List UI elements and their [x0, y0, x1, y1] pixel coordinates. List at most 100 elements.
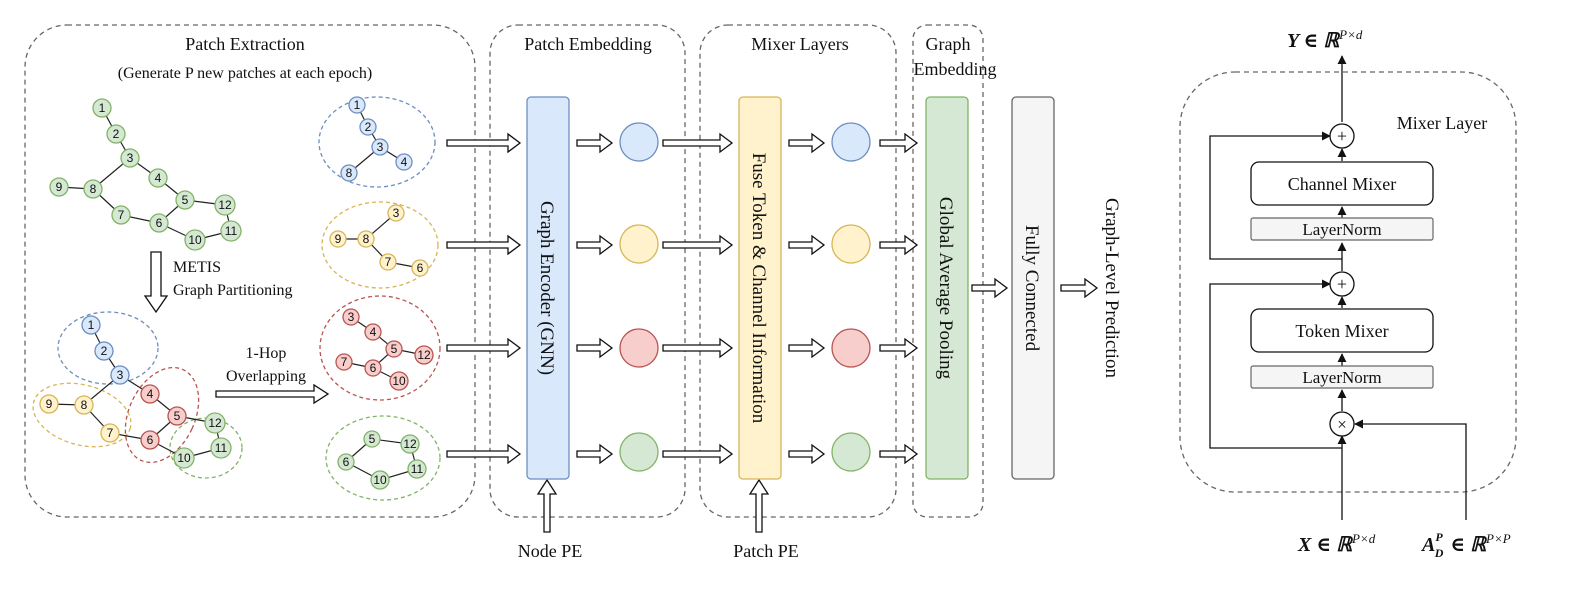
- svg-text:8: 8: [346, 166, 353, 180]
- patch-embedding-title: Patch Embedding: [524, 34, 651, 54]
- svg-text:6: 6: [147, 433, 154, 447]
- fully-connected-block: [1011, 96, 1055, 480]
- add-node-lower: [1329, 271, 1355, 297]
- global-pooling-label: Global Average Pooling: [935, 197, 956, 380]
- svg-text:5: 5: [182, 193, 189, 207]
- one-hop-arrow: [215, 383, 330, 405]
- patch-yellow: 3 8 9 7 6: [321, 201, 439, 289]
- prediction-label: Graph-Level Prediction: [1101, 198, 1122, 378]
- channel-mixer-block: [1250, 161, 1434, 206]
- mixer-layer-title: Mixer Layer: [1397, 113, 1487, 133]
- multiply-symbol: ×: [1337, 415, 1347, 434]
- patch-extraction-title: Patch Extraction: [185, 34, 304, 54]
- mixed-embeddings: [831, 122, 871, 472]
- add-symbol-upper: +: [1337, 126, 1347, 146]
- svg-text:7: 7: [118, 208, 125, 222]
- svg-text:8: 8: [363, 232, 370, 246]
- svg-text:3: 3: [127, 151, 134, 165]
- svg-text:12: 12: [417, 348, 431, 362]
- svg-text:8: 8: [90, 182, 97, 196]
- svg-text:10: 10: [177, 451, 191, 465]
- svg-text:3: 3: [377, 140, 384, 154]
- mixer-layer-detail-section: [1179, 71, 1517, 493]
- layernorm-lower-label: LayerNorm: [1302, 368, 1381, 387]
- svg-text:2: 2: [365, 120, 372, 134]
- svg-text:9: 9: [56, 180, 63, 194]
- svg-text:12: 12: [218, 198, 232, 212]
- metis-arrow: [143, 251, 169, 314]
- svg-text:4: 4: [401, 155, 408, 169]
- graph-embedding-section: [912, 24, 984, 518]
- graph-encoder-block: [526, 96, 570, 480]
- patch-extraction-section: [24, 24, 476, 518]
- fuse-block: [738, 96, 782, 480]
- svg-text:2: 2: [113, 127, 120, 141]
- svg-text:4: 4: [155, 171, 162, 185]
- svg-text:1: 1: [354, 98, 361, 112]
- svg-text:6: 6: [417, 261, 424, 275]
- channel-mixer-label: Channel Mixer: [1288, 174, 1396, 194]
- svg-text:3: 3: [348, 310, 355, 324]
- svg-text:11: 11: [411, 462, 424, 476]
- partitioned-graph-nodes: 1 2 3 4 5 6 7 8 9 10 11 12: [39, 315, 232, 469]
- graph-embedding-title-1: Graph: [926, 34, 971, 54]
- svg-text:3: 3: [117, 368, 124, 382]
- multiply-node: [1329, 411, 1355, 437]
- svg-text:7: 7: [385, 255, 392, 269]
- svg-text:11: 11: [215, 441, 228, 455]
- svg-text:11: 11: [225, 224, 238, 238]
- input-x-math: X ∈ ℝP×d: [1297, 531, 1376, 556]
- layernorm-upper: [1250, 217, 1434, 241]
- svg-text:5: 5: [391, 342, 398, 356]
- mixer-connections: [1209, 55, 1467, 520]
- original-graph: [58, 107, 232, 241]
- svg-text:5: 5: [174, 409, 181, 423]
- svg-text:6: 6: [370, 361, 377, 375]
- global-pooling-block: [925, 96, 969, 480]
- patch-extraction-subtitle: (Generate P new patches at each epoch): [118, 65, 372, 82]
- svg-text:12: 12: [403, 437, 417, 451]
- graph-encoder-label: Graph Encoder (GNN): [536, 201, 557, 375]
- svg-text:1: 1: [88, 318, 95, 332]
- output-math: Y ∈ ℝP×d: [1287, 27, 1363, 52]
- patch-blue: 1 2 3 4 8: [318, 96, 436, 188]
- svg-text:3: 3: [393, 206, 400, 220]
- svg-text:10: 10: [373, 473, 387, 487]
- mixer-layers-title: Mixer Layers: [751, 34, 848, 54]
- overlapping-label: Overlapping: [226, 368, 306, 385]
- original-graph-nodes: 1 2 3 4 5 6 7 8 9 10 11 12: [49, 98, 242, 251]
- svg-text:8: 8: [81, 398, 88, 412]
- flow-arrows: [446, 132, 1099, 533]
- svg-text:5: 5: [369, 432, 376, 446]
- svg-text:4: 4: [370, 325, 377, 339]
- layernorm-upper-label: LayerNorm: [1302, 220, 1381, 239]
- svg-text:4: 4: [147, 387, 154, 401]
- patch-red: 3 4 5 12 7 6 10: [319, 295, 441, 401]
- token-mixer-label: Token Mixer: [1295, 321, 1388, 341]
- fuse-label: Fuse Token & Channel Information: [748, 153, 769, 424]
- svg-text:9: 9: [46, 397, 53, 411]
- graph-partitioning-label: Graph Partitioning: [173, 282, 293, 299]
- patch-embeddings: [619, 122, 659, 472]
- node-pe-label: Node PE: [518, 541, 583, 561]
- fully-connected-label: Fully Connected: [1021, 225, 1042, 352]
- svg-text:6: 6: [343, 455, 350, 469]
- one-hop-label: 1-Hop: [246, 345, 287, 362]
- svg-text:9: 9: [335, 232, 342, 246]
- patch-green: 5 12 6 11 10: [325, 415, 441, 501]
- svg-text:10: 10: [392, 374, 406, 388]
- svg-text:7: 7: [107, 426, 114, 440]
- layernorm-lower: [1250, 365, 1434, 389]
- add-node-upper: [1329, 123, 1355, 149]
- token-mixer-block: [1250, 308, 1434, 353]
- graph-embedding-title-2: Embedding: [914, 59, 997, 79]
- partitioned-graph: [48, 324, 222, 459]
- patch-embedding-section: [489, 24, 686, 518]
- svg-text:6: 6: [156, 216, 163, 230]
- svg-text:10: 10: [188, 233, 202, 247]
- patch-pe-label: Patch PE: [733, 541, 799, 561]
- svg-text:7: 7: [341, 355, 348, 369]
- partition-ellipses: [32, 311, 243, 479]
